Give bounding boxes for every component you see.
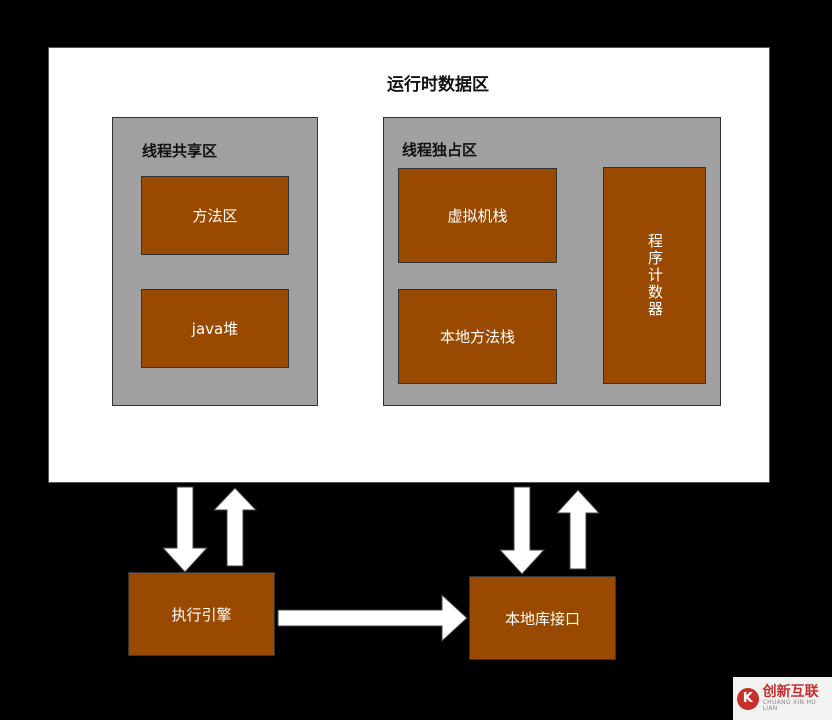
thread-private-region-title: 线程独占区 [402,141,478,159]
native-method-stack-block: 本地方法栈 [398,289,557,384]
java-heap-block: java堆 [141,289,289,368]
watermark-subtext: CHUANG XIN HU LIAN [762,698,816,712]
watermark-text: 创新互联 [762,683,819,700]
arrow-up-right [555,489,601,570]
watermark-logo-icon: K [737,687,759,710]
program-counter-label: 程序计数器 [646,233,664,318]
execution-engine-block: 执行引擎 [128,572,275,656]
arrow-down-left [161,486,209,573]
arrow-up-left [212,487,258,567]
vm-stack-block: 虚拟机栈 [398,168,557,263]
watermark: K 创新互联 CHUANG XIN HU LIAN [733,677,832,720]
arrow-right-horizontal [277,593,468,643]
program-counter-block: 程序计数器 [603,167,706,384]
arrow-down-right [498,486,546,575]
native-interface-block: 本地库接口 [469,576,616,660]
runtime-data-area-title: 运行时数据区 [387,75,489,95]
thread-shared-region-title: 线程共享区 [142,142,218,160]
method-area-block: 方法区 [141,176,289,255]
